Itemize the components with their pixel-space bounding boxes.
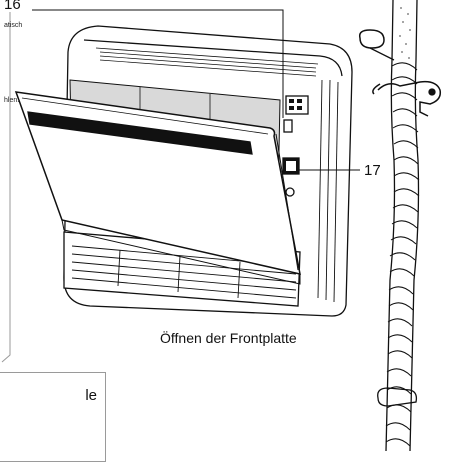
hose-right-edge	[409, 0, 420, 451]
hose-dots	[399, 7, 411, 59]
callout-16: 16	[4, 0, 21, 12]
callout-17: 17	[364, 162, 381, 179]
ac-unit-illustration	[14, 25, 353, 317]
note-fragment: le	[85, 387, 97, 404]
diagram-canvas	[1, 0, 442, 451]
hose-wrap-tape	[385, 62, 420, 447]
leader-line-16	[32, 9, 284, 118]
hose-clamp-top	[358, 29, 385, 49]
annotation-panel-border	[1, 0, 11, 363]
switch-16	[283, 119, 293, 133]
drain-hose-illustration	[358, 0, 442, 451]
display-panel	[285, 95, 309, 115]
hose-clamp-bottom	[377, 387, 418, 407]
front-panel-edge	[21, 97, 269, 135]
front-panel-stripe	[27, 111, 253, 155]
unit-top-rim	[83, 39, 343, 77]
figure-caption: Öffnen der Frontplatte	[160, 330, 297, 346]
hose-left-edge	[385, 0, 396, 451]
top-grille	[99, 51, 317, 77]
side-ribs	[317, 79, 339, 303]
unit-top-rim-inner	[95, 47, 319, 65]
note-box: le	[0, 372, 106, 462]
text-fragment-top: atisch	[4, 22, 23, 29]
text-fragment-mid: hlen.	[4, 97, 20, 104]
hose-bracket	[377, 80, 442, 117]
